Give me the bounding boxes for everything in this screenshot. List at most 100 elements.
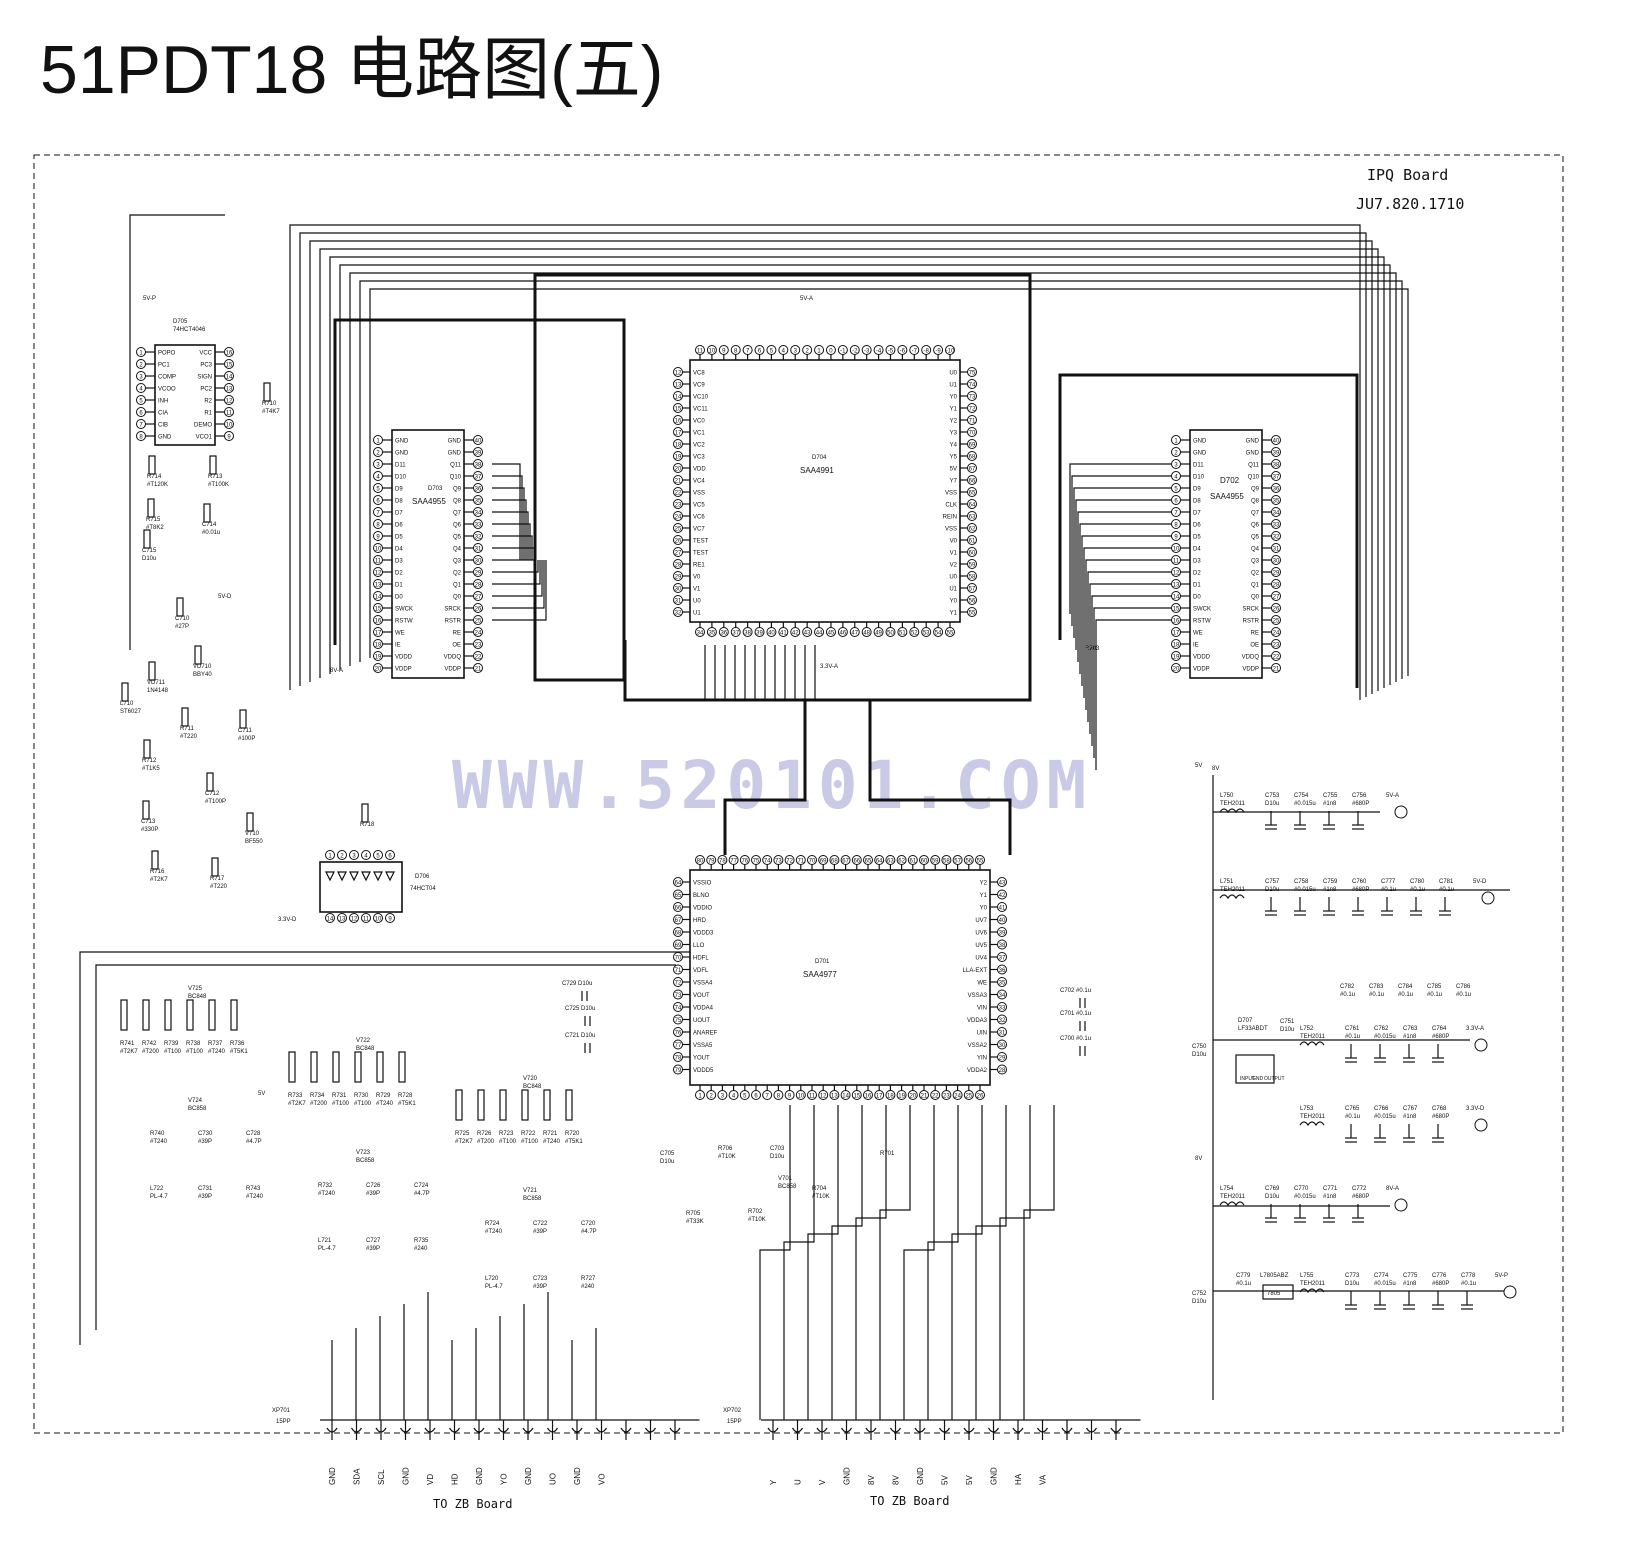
component-ref: R704 bbox=[812, 1186, 827, 1192]
component-value: #240 bbox=[414, 1246, 428, 1252]
svg-text:66: 66 bbox=[853, 858, 860, 864]
svg-text:D707: D707 bbox=[1238, 1018, 1253, 1024]
component-ref: R703 bbox=[1085, 646, 1100, 652]
svg-text:64: 64 bbox=[969, 502, 976, 508]
svg-text:34: 34 bbox=[1273, 510, 1280, 516]
svg-text:69: 69 bbox=[675, 943, 682, 949]
component-ref: L710 bbox=[120, 701, 134, 707]
capacitor-ref: C773 bbox=[1345, 1273, 1360, 1279]
capacitor-value: #0.015u bbox=[1374, 1034, 1396, 1040]
capacitor-ref: C783 bbox=[1369, 984, 1384, 990]
pin-label: TEST bbox=[693, 551, 709, 557]
pin-label: UIN bbox=[977, 1031, 987, 1037]
pin-label: Y0 bbox=[950, 395, 958, 401]
pin-label: UV4 bbox=[975, 956, 987, 962]
pin-label: VCO1 bbox=[196, 435, 213, 441]
capacitor-value: #680P bbox=[1432, 1114, 1449, 1120]
capacitor-value: #0.1u bbox=[1410, 887, 1425, 893]
svg-text:39: 39 bbox=[999, 930, 1006, 936]
svg-text:D702: D702 bbox=[1220, 476, 1240, 485]
component-ref: R736 bbox=[230, 1041, 245, 1047]
pin-label: BLNO bbox=[693, 893, 710, 899]
svg-text:18: 18 bbox=[887, 1093, 894, 1099]
svg-text:27: 27 bbox=[675, 550, 682, 556]
capacitor-ref: C781 bbox=[1439, 879, 1454, 885]
pin-label: Q7 bbox=[1251, 511, 1260, 517]
svg-text:33: 33 bbox=[475, 522, 482, 528]
pin-label: V0 bbox=[693, 575, 701, 581]
component-ref: R728 bbox=[398, 1093, 413, 1099]
component-ref: C727 bbox=[366, 1238, 381, 1244]
component-ref: R743 bbox=[246, 1186, 261, 1192]
pin-label: REIN bbox=[943, 515, 957, 521]
svg-text:5: 5 bbox=[376, 853, 380, 859]
svg-text:32: 32 bbox=[1273, 534, 1280, 540]
pin-label: IE bbox=[1193, 643, 1199, 649]
svg-text:69: 69 bbox=[969, 442, 976, 448]
component-ref: R732 bbox=[318, 1183, 333, 1189]
component-value: #T10K bbox=[748, 1217, 766, 1223]
component-value: BBY40 bbox=[193, 672, 212, 678]
svg-text:32: 32 bbox=[999, 1018, 1006, 1024]
component-ref: R702 bbox=[748, 1209, 763, 1215]
component-value: #39P bbox=[533, 1229, 547, 1235]
supply-label: 8V bbox=[1212, 766, 1219, 772]
svg-text:64: 64 bbox=[675, 880, 682, 886]
inductor-type: TEH2011 bbox=[1300, 1034, 1326, 1040]
svg-text:26: 26 bbox=[1273, 606, 1280, 612]
svg-text:48: 48 bbox=[863, 630, 870, 636]
svg-text:17: 17 bbox=[876, 1093, 883, 1099]
pin-label: D9 bbox=[395, 487, 403, 493]
svg-text:6: 6 bbox=[754, 1093, 758, 1099]
pin-label: PC3 bbox=[200, 363, 212, 369]
component-value: 1N4148 bbox=[147, 688, 169, 694]
component-value: #T100 bbox=[332, 1101, 350, 1107]
svg-text:75: 75 bbox=[753, 858, 760, 864]
svg-text:31: 31 bbox=[675, 598, 682, 604]
component-value: #T220 bbox=[210, 884, 228, 890]
pin-label: VDDP bbox=[444, 667, 461, 673]
component-ref: V721 bbox=[523, 1188, 538, 1194]
svg-text:42: 42 bbox=[999, 893, 1006, 899]
capacitor-ref: C762 bbox=[1374, 1026, 1389, 1032]
component-value: #T100 bbox=[499, 1139, 517, 1145]
connector-pin-label: GND bbox=[328, 1467, 337, 1485]
svg-text:21: 21 bbox=[475, 666, 482, 672]
svg-text:28: 28 bbox=[999, 1068, 1006, 1074]
svg-text:72: 72 bbox=[786, 858, 793, 864]
svg-text:37: 37 bbox=[475, 474, 482, 480]
svg-text:28: 28 bbox=[1273, 582, 1280, 588]
svg-text:7: 7 bbox=[139, 422, 143, 428]
svg-text:70: 70 bbox=[675, 955, 682, 961]
svg-text:10: 10 bbox=[1173, 546, 1180, 552]
capacitor-ref: C776 bbox=[1432, 1273, 1447, 1279]
component-ref: C729 D10u bbox=[562, 981, 592, 987]
pin-label: U0 bbox=[949, 575, 957, 581]
component-ref: R727 bbox=[581, 1276, 596, 1282]
component-ref: R718 bbox=[360, 822, 375, 828]
svg-text:2: 2 bbox=[340, 853, 344, 859]
component-value: #T2K7 bbox=[150, 877, 168, 883]
svg-text:31: 31 bbox=[1273, 546, 1280, 552]
svg-text:23: 23 bbox=[943, 1093, 950, 1099]
svg-text:44: 44 bbox=[816, 630, 823, 636]
svg-text:65: 65 bbox=[865, 858, 872, 864]
component-value: #4.7P bbox=[246, 1139, 262, 1145]
pin-label: Q2 bbox=[453, 571, 462, 577]
capacitor-value: #680P bbox=[1352, 887, 1369, 893]
svg-text:15: 15 bbox=[375, 606, 382, 612]
pin-label: YIN bbox=[977, 1056, 987, 1062]
component-ref: R733 bbox=[288, 1093, 303, 1099]
svg-text:32: 32 bbox=[675, 610, 682, 616]
svg-text:71: 71 bbox=[969, 418, 976, 424]
svg-text:-8: -8 bbox=[924, 348, 930, 354]
pin-label: D9 bbox=[1193, 487, 1201, 493]
component-value: D10u bbox=[660, 1159, 674, 1165]
svg-text:35: 35 bbox=[1273, 498, 1280, 504]
svg-text:18: 18 bbox=[1173, 642, 1180, 648]
connector-pin-label: SCL bbox=[377, 1469, 386, 1485]
svg-text:34: 34 bbox=[697, 630, 704, 636]
svg-text:76: 76 bbox=[675, 1030, 682, 1036]
pin-label: VSS bbox=[945, 491, 957, 497]
